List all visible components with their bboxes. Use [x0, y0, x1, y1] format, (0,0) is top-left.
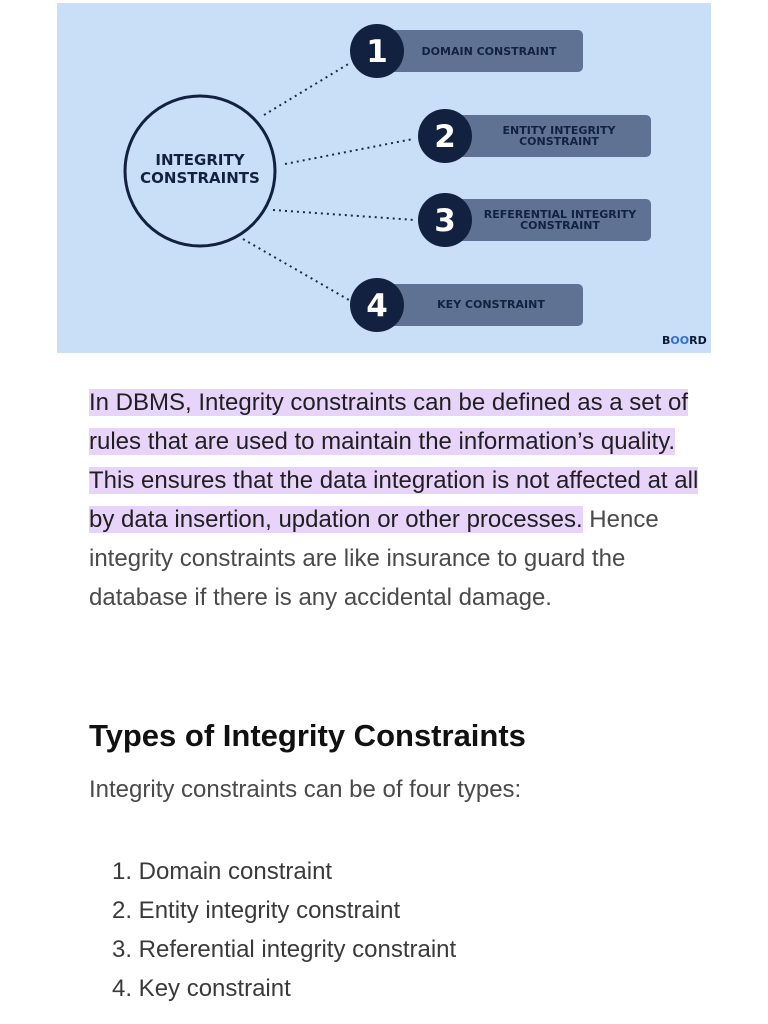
connector-line-2	[284, 138, 414, 165]
badge-3	[418, 193, 472, 247]
item-3-label-line1: REFERENTIAL INTEGRITY	[484, 208, 638, 221]
highlight-1: In DBMS, Integrity constraints can be de…	[89, 389, 688, 455]
connector-line-1	[263, 62, 351, 116]
badge-2	[418, 109, 472, 163]
plain-text: Hence integrity constraints are like ins…	[89, 506, 659, 611]
integrity-constraints-diagram: INTEGRITY CONSTRAINTS 1 DOMAIN CONSTRAIN…	[57, 3, 711, 353]
badge-2-number: 2	[434, 119, 456, 155]
brand-logo: BOORD	[662, 334, 707, 347]
list-item: 1. Domain constraint	[112, 858, 333, 885]
pill-2	[445, 115, 651, 157]
diagram-svg: INTEGRITY CONSTRAINTS 1 DOMAIN CONSTRAIN…	[123, 24, 707, 347]
section-heading: Types of Integrity Constraints	[89, 718, 526, 753]
pill-4	[377, 284, 583, 326]
list-item: 3. Referential integrity constraint	[112, 936, 457, 963]
item-2-label-line1: ENTITY INTEGRITY	[503, 124, 617, 137]
item-4-label: KEY CONSTRAINT	[437, 298, 545, 311]
pill-1	[377, 30, 583, 72]
brand-logo-oo: OO	[670, 334, 689, 347]
badge-3-number: 3	[434, 203, 456, 239]
types-list: 1. Domain constraint 2. Entity integrity…	[112, 852, 456, 1008]
center-title-line1: INTEGRITY	[155, 151, 245, 169]
center-circle	[123, 94, 277, 248]
item-3-label-line2: CONSTRAINT	[520, 219, 600, 232]
list-item: 2. Entity integrity constraint	[112, 897, 401, 924]
brand-logo-rd: RD	[689, 334, 707, 347]
badge-1-number: 1	[366, 34, 388, 70]
item-2-label-line2: CONSTRAINT	[519, 135, 599, 148]
connector-line-4	[242, 238, 350, 301]
pill-3	[445, 199, 651, 241]
badge-4	[350, 278, 404, 332]
list-item: 4. Key constraint	[112, 975, 291, 1002]
types-intro: Integrity constraints can be of four typ…	[89, 776, 522, 803]
article-body: In DBMS, Integrity constraints can be de…	[89, 383, 709, 617]
item-1-label: DOMAIN CONSTRAINT	[422, 45, 557, 58]
badge-4-number: 4	[366, 288, 388, 324]
connector-line-3	[272, 209, 416, 221]
badge-1	[350, 24, 404, 78]
brand-logo-b: B	[662, 334, 670, 347]
intro-paragraph: In DBMS, Integrity constraints can be de…	[89, 383, 709, 617]
center-title-line2: CONSTRAINTS	[140, 169, 260, 187]
